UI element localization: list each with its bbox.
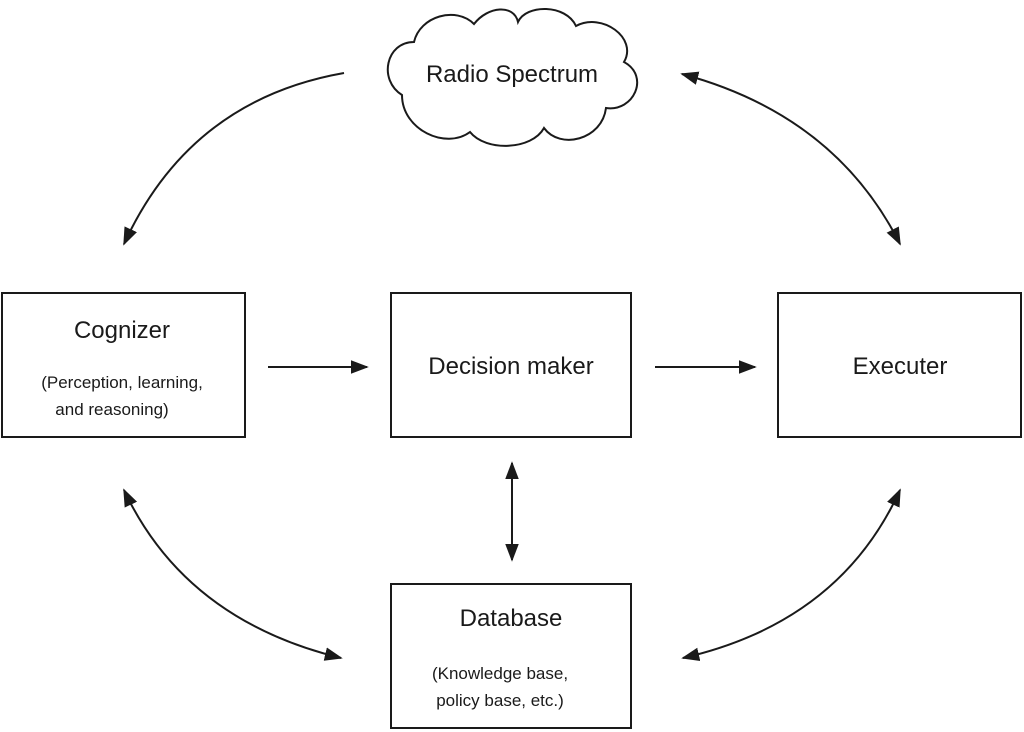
arrow-spectrum-executer-bidirectional: [680, 71, 901, 246]
decision-maker-box: [390, 292, 632, 438]
executer-node: Executer: [777, 292, 1022, 438]
decision-maker-node: Decision maker: [390, 292, 632, 438]
radio-spectrum-label: Radio Spectrum: [426, 61, 598, 88]
cognizer-box: [1, 292, 246, 438]
cognizer-node: Cognizer (Perception, learning, and reas…: [1, 292, 246, 438]
arrow-spectrum-to-cognizer: [123, 72, 345, 246]
cognizer-subtitle-line2: and reasoning): [55, 400, 168, 419]
executer-box: [777, 292, 1022, 438]
cognizer-subtitle-line1: (Perception, learning,: [41, 373, 203, 392]
database-subtitle-line2: policy base, etc.): [436, 691, 564, 710]
database-title: Database: [460, 605, 563, 632]
database-subtitle-line1: (Knowledge base,: [432, 664, 568, 683]
arrow-cognizer-database-bidirectional: [123, 488, 343, 661]
executer-title: Executer: [853, 353, 948, 380]
cognizer-title: Cognizer: [74, 317, 170, 344]
radio-spectrum-node: Radio Spectrum: [386, 8, 638, 147]
radio-spectrum-cloud-shape: [386, 8, 638, 147]
arrow-executer-database-bidirectional: [681, 488, 901, 662]
database-box: [390, 583, 632, 729]
database-node: Database (Knowledge base, policy base, e…: [390, 583, 632, 729]
decision-maker-title: Decision maker: [428, 353, 593, 380]
